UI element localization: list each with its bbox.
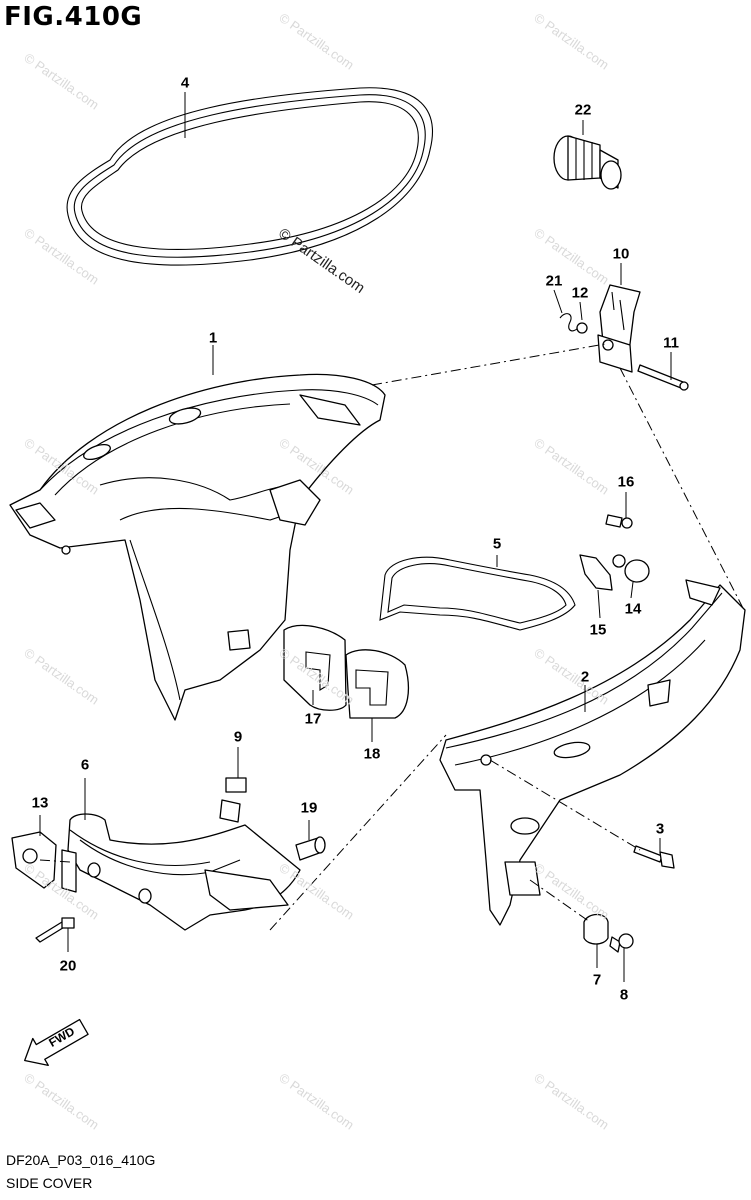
callout-2[interactable]: 2 bbox=[580, 668, 590, 686]
part-1-side-cover-upper bbox=[9, 373, 386, 721]
part-7-collar bbox=[583, 913, 609, 945]
part-6-lower-bracket bbox=[61, 813, 301, 931]
part-12-washer bbox=[576, 322, 588, 334]
part-19-collar bbox=[295, 836, 326, 861]
part-10-bracket bbox=[597, 284, 641, 373]
callout-7[interactable]: 7 bbox=[592, 971, 602, 989]
callout-16[interactable]: 16 bbox=[617, 473, 635, 491]
part-16-screw bbox=[605, 514, 633, 529]
part-22-grommet bbox=[553, 135, 622, 190]
part-2-side-cover-lower bbox=[439, 579, 746, 926]
part-17-cushion bbox=[283, 624, 347, 711]
callout-12[interactable]: 12 bbox=[571, 284, 589, 302]
callout-20[interactable]: 20 bbox=[59, 957, 77, 975]
part-4-seal bbox=[66, 87, 434, 266]
part-5-gasket bbox=[379, 556, 576, 631]
callout-6[interactable]: 6 bbox=[80, 756, 90, 774]
callout-1[interactable]: 1 bbox=[208, 329, 218, 347]
part-3-bolt bbox=[633, 845, 675, 869]
callout-8[interactable]: 8 bbox=[619, 986, 629, 1004]
part-15-holder bbox=[579, 554, 626, 591]
callout-13[interactable]: 13 bbox=[31, 794, 49, 812]
figure-code: DF20A_P03_016_410G bbox=[6, 1152, 156, 1168]
callout-14[interactable]: 14 bbox=[624, 600, 642, 618]
part-11-bolt bbox=[637, 364, 689, 391]
callout-17[interactable]: 17 bbox=[304, 710, 322, 728]
part-21-clip bbox=[559, 313, 579, 332]
callout-5[interactable]: 5 bbox=[492, 535, 502, 553]
callout-19[interactable]: 19 bbox=[300, 799, 318, 817]
figure-title: FIG.410G bbox=[4, 2, 143, 32]
callout-21[interactable]: 21 bbox=[545, 272, 563, 290]
leader-lines bbox=[39, 92, 746, 982]
callout-3[interactable]: 3 bbox=[655, 820, 665, 838]
part-13-grommet bbox=[11, 831, 57, 889]
part-18-cushion bbox=[345, 649, 409, 719]
part-14-cap bbox=[624, 559, 650, 583]
fwd-arrow bbox=[24, 1018, 89, 1067]
figure-name: SIDE COVER bbox=[6, 1175, 93, 1191]
part-9-spacer bbox=[219, 777, 247, 823]
callout-22[interactable]: 22 bbox=[574, 101, 592, 119]
part-8-bolt bbox=[609, 933, 634, 953]
callout-15[interactable]: 15 bbox=[589, 621, 607, 639]
callout-18[interactable]: 18 bbox=[363, 745, 381, 763]
part-20-pin bbox=[35, 917, 75, 943]
callout-10[interactable]: 10 bbox=[612, 245, 630, 263]
callout-4[interactable]: 4 bbox=[180, 74, 190, 92]
callout-9[interactable]: 9 bbox=[233, 728, 243, 746]
callout-11[interactable]: 11 bbox=[663, 334, 679, 352]
